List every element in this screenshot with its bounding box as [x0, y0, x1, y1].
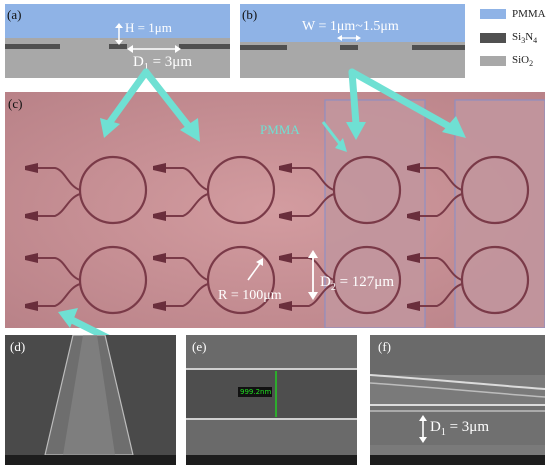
d1-label-a: D1 = 3μm	[133, 54, 193, 73]
legend-pmma: PMMA	[480, 8, 546, 20]
panel-a: (a) H = 1μm D1 = 3μm	[5, 4, 230, 78]
d1-label-f: D1 = 3μm	[430, 419, 490, 438]
panel-b: (b) W = 1μm~1.5μm	[240, 4, 465, 78]
radius-label: R = 100μm	[218, 288, 282, 303]
panel-label-c: (c)	[8, 96, 23, 111]
panel-d: (d)	[5, 335, 176, 465]
panel-label-d: (d)	[10, 339, 26, 354]
width-label: W = 1μm~1.5μm	[302, 19, 399, 34]
sem-info-bar-f	[370, 455, 545, 465]
measure-label: 999.2nm	[240, 388, 272, 396]
cross-section-a	[5, 4, 230, 78]
sio2-swatch	[480, 56, 506, 67]
panel-c: (c) PMMA R = 100μm D2 = 127μm	[5, 92, 546, 329]
micrograph-c	[5, 92, 546, 329]
panel-f: (f) D1 = 3μm	[370, 335, 545, 465]
panel-label-b: (b)	[242, 7, 258, 22]
sem-gap	[370, 335, 545, 465]
sem-waveguide	[186, 335, 357, 465]
sem-info-bar-e	[186, 455, 357, 465]
legend-sio2: SiO2	[480, 54, 533, 68]
pmma-annotation: PMMA	[260, 122, 300, 137]
sem-info-bar-d	[5, 455, 176, 465]
panel-e: (e) 999.2nm	[186, 335, 357, 465]
panel-label-a: (a)	[7, 7, 22, 22]
panel-label-f: (f)	[378, 339, 391, 354]
sem-taper	[5, 335, 176, 465]
panel-label-e: (e)	[192, 339, 207, 354]
legend-si3n4: Si3N4	[480, 31, 537, 45]
pmma-swatch	[480, 9, 506, 19]
height-label: H = 1μm	[125, 20, 172, 35]
si3n4-swatch	[480, 33, 506, 44]
d2-label: D2 = 127μm	[320, 274, 395, 293]
cross-section-b	[240, 4, 465, 78]
